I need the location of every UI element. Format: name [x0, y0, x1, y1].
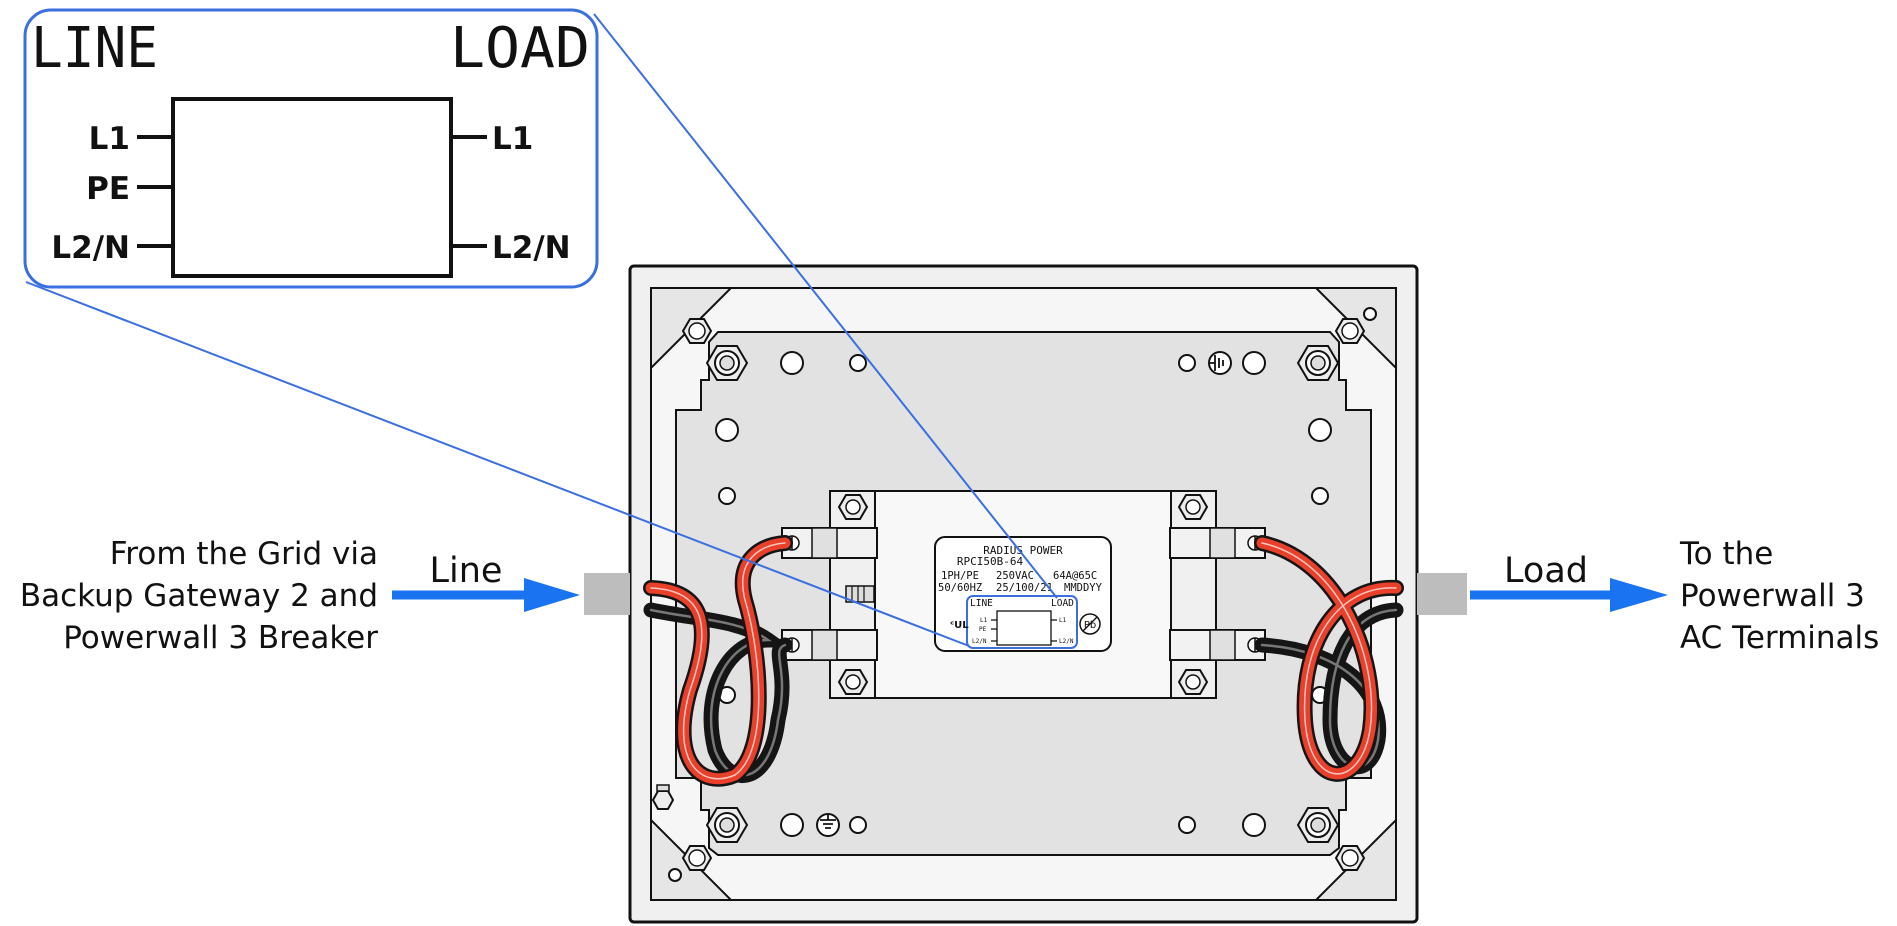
load-side-wires	[1254, 535, 1404, 782]
bolt-corner-br	[1334, 845, 1366, 871]
source-line-2: Backup Gateway 2 and	[19, 578, 378, 614]
source-description: From the Grid via Backup Gateway 2 and P…	[0, 533, 378, 659]
callout-left-pe: PE	[86, 171, 130, 207]
filter-model: RPCI50B-64	[957, 555, 1024, 568]
bolt-top-right	[1296, 345, 1340, 381]
mini-schematic-highlight	[966, 595, 1078, 649]
source-line-1: From the Grid via	[109, 536, 378, 572]
callout-right-l2n: L2/N	[492, 230, 571, 266]
load-arrow-label: Load	[1504, 551, 1588, 591]
bolt-corner-bl	[681, 845, 713, 871]
mini-line-heading: LINE	[970, 598, 993, 609]
bolt-bottom-right	[1296, 807, 1340, 843]
load-arrow-head-icon	[1610, 578, 1668, 612]
filter-spec-phase: 1PH/PE	[941, 570, 979, 582]
panel-bolts	[681, 318, 1366, 871]
line-cable-gland	[584, 573, 630, 615]
source-line-3: Powerwall 3 Breaker	[63, 620, 378, 656]
mini-load-heading: LOAD	[1051, 598, 1074, 609]
mini-left-pe: PE	[979, 626, 987, 633]
terminal-load-l2n	[1169, 629, 1266, 661]
callout-left-l1: L1	[89, 121, 130, 157]
destination-description: To the Powerwall 3 AC Terminals	[1680, 533, 1895, 659]
load-arrow: Load	[1470, 551, 1668, 612]
ground-symbol-bottom	[816, 813, 840, 837]
line-arrow-head-icon	[524, 578, 580, 612]
panel-holes	[715, 351, 1332, 837]
line-black-wire-highlight	[649, 608, 787, 777]
destination-line-1: To the	[1680, 536, 1774, 572]
svg-text:ᶜ𝗨𝗟: ᶜ𝗨𝗟	[950, 620, 969, 631]
bolt-bottom-left	[705, 807, 749, 843]
terminal-line-l1	[781, 527, 878, 559]
line-arrow-label: Line	[430, 551, 503, 591]
mini-right-l1: L1	[1059, 617, 1067, 624]
filter-label-plate: RADIUS POWER RPCI50B-64 1PH/PE 250VAC 64…	[934, 536, 1112, 652]
callout-left-l2n: L2/N	[51, 230, 130, 266]
bolt-corner-tl	[681, 318, 713, 344]
pb-free-icon: Pb	[1079, 613, 1101, 635]
line-side-wires	[643, 535, 793, 787]
callout-right-l1: L1	[492, 121, 533, 157]
bolt-top-left	[705, 345, 749, 381]
callout-schematic: LINE LOAD L1 PE L2/N L1 L2/N	[23, 8, 599, 289]
callout-line-heading: LINE	[31, 16, 158, 81]
ground-nut-side	[651, 784, 675, 810]
filter-spec-date: MMDDYY	[1064, 582, 1103, 594]
ground-symbol-top	[1208, 351, 1232, 375]
mini-right-l2n: L2/N	[1059, 638, 1074, 645]
callout-load-heading: LOAD	[450, 16, 590, 81]
terminal-line-l2n	[781, 629, 878, 661]
mini-left-l1: L1	[980, 617, 988, 624]
ul-mark-icon: ᶜ𝗨𝗟	[950, 620, 969, 631]
terminal-load-l1	[1169, 527, 1266, 559]
filter-symbol-box	[171, 97, 453, 278]
filter-brand: RADIUS POWER	[983, 544, 1063, 557]
line-arrow: Line	[392, 551, 580, 612]
destination-line-2: Powerwall 3	[1680, 578, 1865, 614]
load-cable-gland	[1417, 573, 1467, 615]
destination-line-3: AC Terminals	[1680, 620, 1880, 656]
callout-leader-lines	[25, 13, 1058, 647]
mini-left-l2n: L2/N	[972, 638, 987, 645]
pb-free-text: Pb	[1084, 620, 1096, 631]
filter-spec-voltage: 250VAC	[996, 570, 1034, 582]
filter-spec-current: 64A@65C	[1053, 570, 1097, 582]
bolt-corner-tr	[1334, 318, 1366, 344]
filter-spec-frequency: 50/60HZ	[938, 582, 982, 594]
filter-spec-climatic: 25/100/21	[996, 582, 1053, 594]
